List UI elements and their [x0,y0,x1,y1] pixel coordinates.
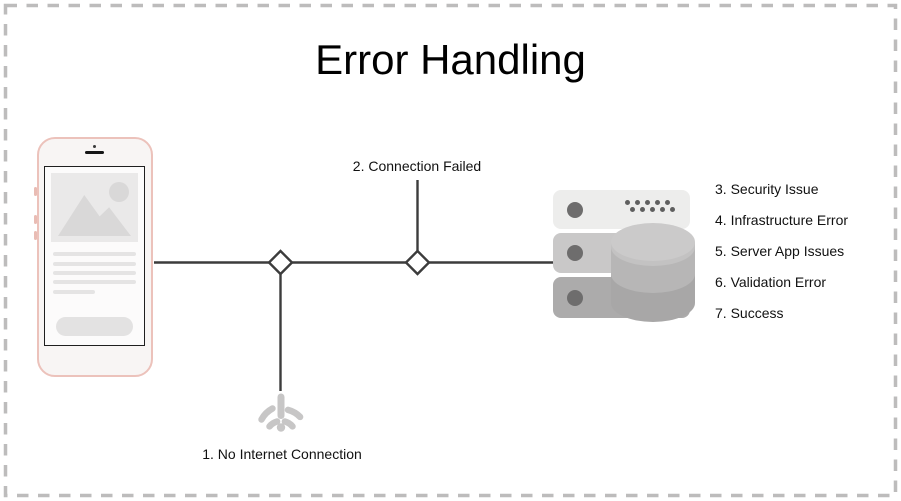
server-panel-top [553,190,690,229]
label-no-internet-connection: 1. No Internet Connection [202,446,362,462]
wifi-arc-outer-left [258,405,276,423]
wifi-arc-inner-right [281,418,296,430]
server-knob [567,245,583,261]
outcome-item-security: 3. Security Issue [715,181,819,197]
connector-lines [154,180,553,391]
exclamation-dot [276,423,286,432]
label-connection-failed: 2. Connection Failed [352,158,482,174]
outcome-item-server-app: 5. Server App Issues [715,243,845,259]
text-line-placeholder [53,280,136,284]
db-top-ellipse [611,223,695,261]
text-line-placeholder [53,252,136,256]
smartphone-mockup-icon [34,137,153,377]
outcome-list: 3. Security Issue 4. Infrastructure Erro… [715,182,848,337]
server-knob [567,201,583,218]
outcome-item-validation: 6. Validation Error [715,274,827,290]
button-placeholder [56,317,133,336]
phone-side-button [34,231,37,240]
server-vent-dots [625,200,680,214]
phone-camera-dot [93,145,96,148]
page-title: Error Handling [315,36,586,83]
outcome-item-infrastructure: 4. Infrastructure Error [715,212,849,228]
phone-side-button [34,215,37,224]
outcome-item-success: 7. Success [715,305,784,321]
wifi-no-internet-icon [258,393,304,432]
dashed-border [3,3,898,498]
server-knob [567,289,583,306]
text-line-placeholder [53,271,136,275]
text-line-placeholder [53,262,136,266]
phone-screen [44,166,145,346]
database-cylinder-icon [611,223,695,322]
wifi-arc-inner-left [266,418,281,430]
phone-side-button [34,187,37,196]
decision-diamond-1 [267,249,294,276]
text-line-placeholder [53,290,95,294]
server-database-icon [553,190,698,328]
sun-shape [109,182,129,202]
decision-diamond-2 [404,249,431,276]
image-placeholder-icon [51,173,138,242]
phone-speaker-bar [85,151,104,154]
wifi-arc-outer-right [284,406,304,421]
